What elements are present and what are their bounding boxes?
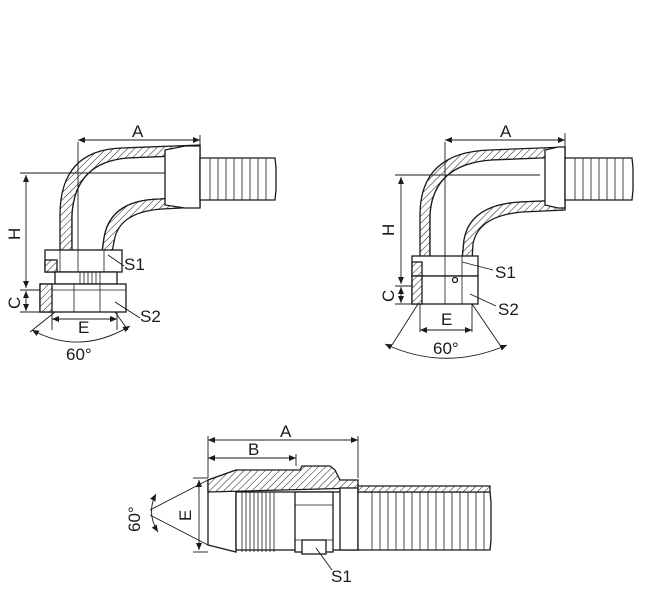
figure-elbow-90-swivel: A H C E S1 S2 60° — [5, 122, 277, 364]
angle-arc — [31, 325, 131, 343]
label-e: E — [441, 310, 452, 329]
label-a: A — [132, 122, 144, 141]
label-h: H — [379, 224, 398, 236]
angle-arc — [150, 493, 159, 533]
label-s2: S2 — [498, 300, 519, 319]
label-e: E — [78, 318, 89, 337]
figure-straight-fitting: A B E S1 60° — [125, 422, 492, 586]
label-s1: S1 — [331, 567, 352, 586]
label-a: A — [280, 422, 292, 441]
label-angle: 60° — [66, 345, 92, 364]
collar — [339, 487, 359, 551]
label-angle: 60° — [433, 339, 459, 358]
label-h: H — [5, 228, 24, 240]
figure-elbow-90-compact: A H C E S1 S2 60° — [379, 122, 634, 359]
tail-barbs — [371, 492, 485, 550]
tail-barbs — [574, 158, 624, 200]
ferrule — [164, 145, 201, 209]
label-c: C — [379, 290, 398, 302]
elbow-inner-wall — [461, 199, 566, 261]
label-s1: S1 — [124, 255, 145, 274]
hose-tail — [357, 491, 492, 551]
thread-lines — [79, 272, 101, 284]
label-e: E — [176, 510, 195, 521]
ferrule — [544, 146, 566, 209]
label-angle: 60° — [125, 506, 144, 532]
nose-threads — [235, 492, 275, 552]
tail-barbs — [209, 158, 267, 200]
hose-tail — [199, 157, 277, 201]
thread-section — [54, 271, 118, 285]
label-s2: S2 — [140, 307, 161, 326]
label-a: A — [500, 122, 512, 141]
nut-s2 — [39, 283, 127, 313]
label-c: C — [5, 297, 24, 309]
label-b: B — [248, 440, 259, 459]
angle-arc — [384, 343, 508, 359]
label-s1: S1 — [495, 263, 516, 282]
body-upper — [207, 465, 359, 493]
